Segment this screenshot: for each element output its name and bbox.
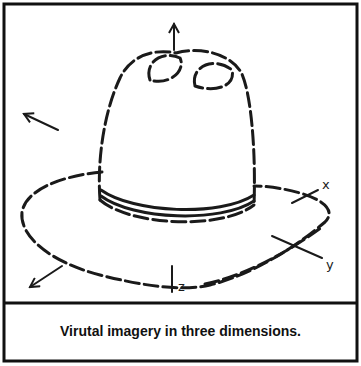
caption-divider — [4, 302, 357, 305]
crown-dent — [194, 63, 232, 88]
axis-label: y — [326, 258, 334, 271]
axis-x — [292, 190, 318, 203]
hat-outline — [22, 51, 329, 288]
axis-label: x — [322, 178, 330, 191]
hat-crown — [99, 51, 254, 205]
figure-caption: Virutal imagery in three dimensions. — [8, 323, 353, 340]
axis-z — [171, 266, 173, 292]
brim-lip — [205, 227, 322, 284]
axes — [24, 24, 322, 292]
hat-brim — [22, 172, 329, 288]
axis-label: z — [178, 280, 185, 293]
band-line — [101, 196, 254, 216]
axis-up — [173, 24, 175, 50]
hat-band — [101, 190, 254, 216]
frame-border — [4, 4, 357, 361]
axis-left — [24, 114, 58, 130]
crown-dent — [149, 55, 181, 81]
axis-y — [272, 236, 322, 258]
axis-down-left — [30, 266, 62, 287]
